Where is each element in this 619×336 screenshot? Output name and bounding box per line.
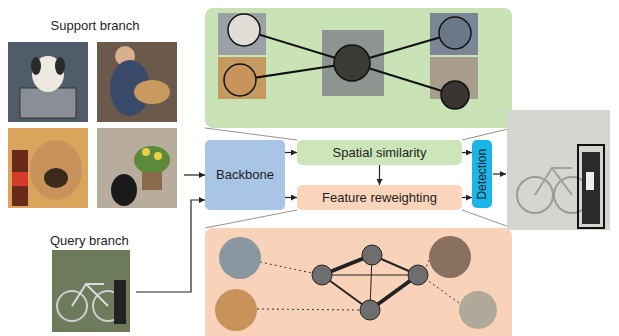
process-box: Detection [472,140,492,208]
support-crop [215,289,257,331]
support-crop [429,236,471,278]
patch-circle [439,17,471,49]
image-group: Support branch [6,18,184,210]
patch-circle [334,45,370,81]
connector [462,197,472,198]
support-photo [97,42,177,122]
box-label: Feature reweighting [322,190,437,206]
connector [379,165,380,185]
photo-part [30,140,82,200]
support-crop [219,237,261,279]
patch-circle [228,14,260,46]
image-group: Query branch [50,233,136,334]
dotted-link [427,280,459,303]
photo-part [31,57,41,75]
graph-node [312,265,332,285]
process-box: Backbone [205,140,285,210]
photo-part [535,168,572,195]
leader-line [205,128,297,140]
photo-part [154,152,162,160]
photo-part [72,284,108,306]
connector [462,152,472,153]
leader-line [462,210,512,228]
branch-label: Query branch [50,233,136,249]
connector [285,152,297,153]
photo-part [44,168,68,188]
connector [136,200,205,292]
query-photo [52,250,130,332]
photo-part [142,148,150,156]
process-box: Feature reweighting [297,185,462,210]
photo-part [586,172,594,190]
thumbnail [218,13,266,55]
support-photo [97,128,177,208]
photo-part [582,152,600,224]
photo-part [55,57,65,75]
support-photo [8,42,88,122]
patch-circle [224,64,256,96]
photo-part [111,174,137,206]
similarity-panel [205,8,512,128]
dotted-link [260,262,312,273]
reweighting-panel [205,228,512,336]
connector [285,197,297,198]
dotted-link [257,309,360,310]
photo-part [134,146,170,174]
photo-part [114,280,126,324]
box-label: Detection [475,149,489,200]
graph-node [408,265,428,285]
photo-part [12,150,28,206]
thumbnail [430,13,478,55]
support-crop [459,291,497,329]
photo-part [32,56,64,92]
box-label: Backbone [216,167,274,183]
graph-node [360,300,380,320]
support-photo [8,128,88,208]
photo-part [142,172,162,190]
photo-part [20,88,76,118]
leader-line [205,210,297,228]
photo-part [12,172,28,186]
graph-link [322,275,418,276]
photo-part [134,80,170,104]
result-photo [507,110,610,230]
output-arrow [493,173,506,174]
dotted-link [426,260,429,268]
connector [184,174,205,175]
patch-circle [441,81,469,109]
leader-line [462,128,512,140]
branch-label: Support branch [6,18,184,34]
box-label: Spatial similarity [333,145,427,161]
process-box: Spatial similarity [297,140,462,165]
graph-node [362,245,382,265]
bounding-box [578,145,604,228]
thumbnail [322,30,384,96]
